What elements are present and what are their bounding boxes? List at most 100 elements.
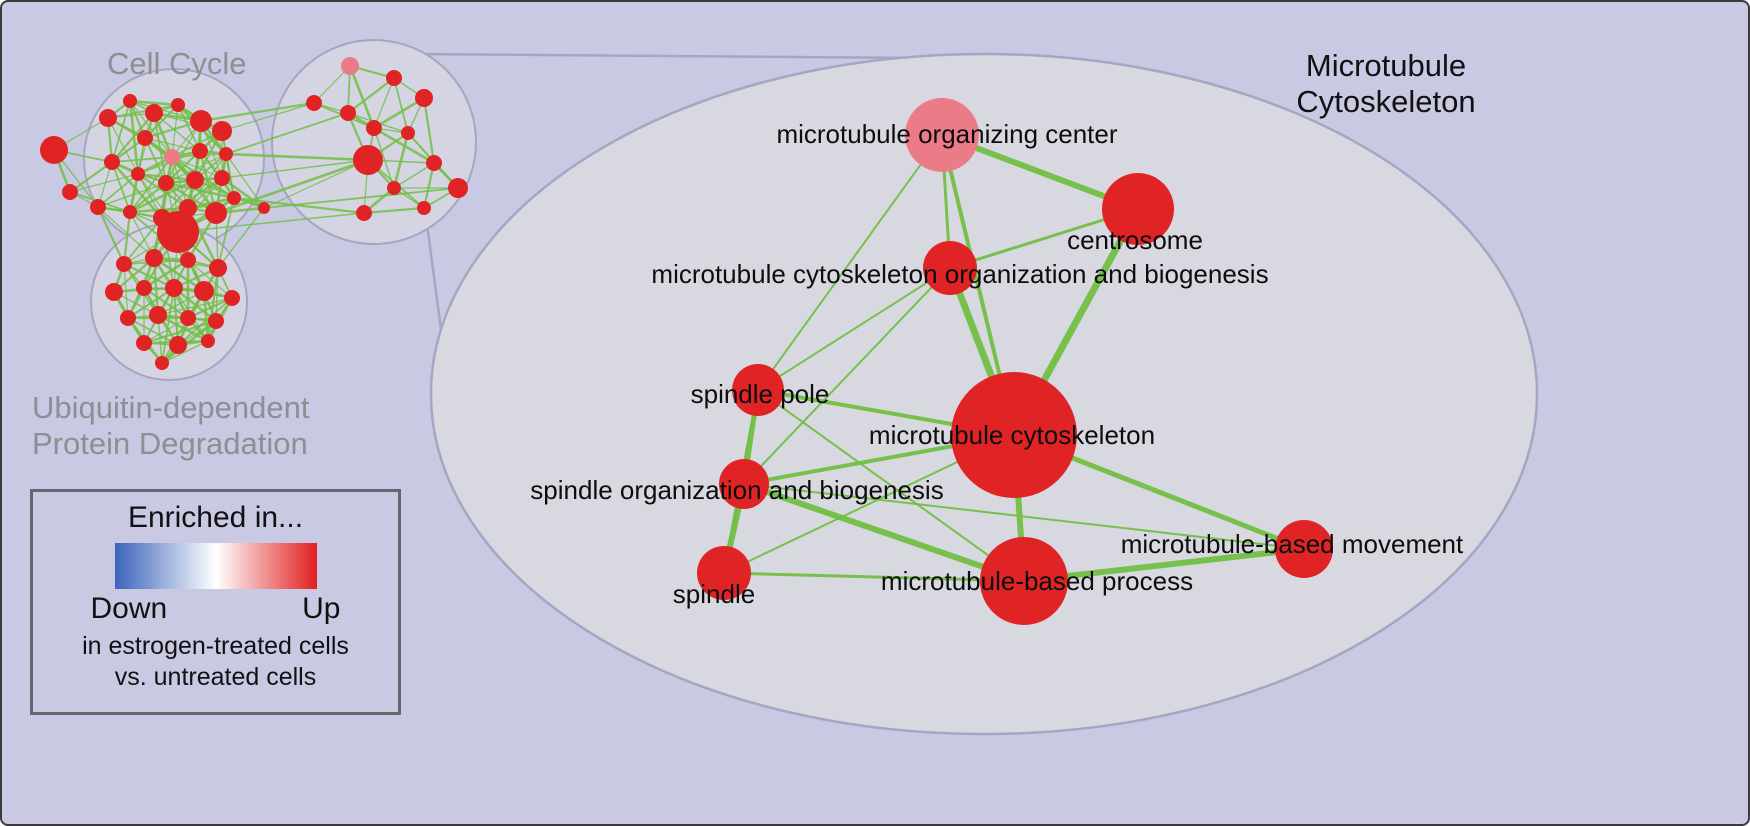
legend-title: Enriched in...: [127, 501, 304, 534]
overview-edge: [373, 127, 395, 189]
overview-edge: [152, 257, 160, 316]
ubiquitin-title-line2: Protein Degradation: [32, 425, 308, 461]
overview-edge: [161, 287, 175, 364]
edge-moc-spole: [757, 134, 943, 391]
overview-node: [157, 211, 199, 253]
overview-edge: [165, 181, 235, 200]
overview-edge: [143, 258, 189, 290]
node-spindle: [697, 546, 751, 600]
overview-node: [426, 155, 442, 171]
overview-edge: [153, 112, 223, 132]
overview-node: [209, 259, 227, 277]
overview-node: [180, 310, 196, 326]
overview-node: [104, 154, 120, 170]
overview-edge: [127, 287, 175, 319]
overview-node: [40, 136, 68, 164]
overview-edge: [263, 159, 369, 209]
edge-mbp-mbm: [1021, 546, 1307, 584]
overview-node: [401, 126, 415, 140]
overview-node: [387, 181, 401, 195]
overview-node: [214, 170, 230, 186]
microtubule-title-line1: Microtubule: [1305, 48, 1467, 83]
edge-sob-mbp: [741, 481, 1027, 584]
overview-edge: [96, 206, 126, 265]
overview-edge: [111, 156, 173, 163]
node-label-mcob: microtubule cytoskeleton organization an…: [651, 259, 1268, 289]
overview-edge: [123, 263, 175, 289]
overview-node: [415, 89, 433, 107]
overview-edge: [225, 152, 369, 162]
node-label-mbm: microtubule-based movement: [1121, 529, 1464, 559]
overview-node: [169, 336, 187, 354]
cluster-circle-microtubule-cytoskeleton: [271, 39, 477, 245]
overview-node: [194, 281, 214, 301]
overview-node: [131, 167, 145, 181]
node-centrosome: [1102, 173, 1174, 245]
overview-edge: [161, 340, 209, 364]
edge-mcob-sob: [743, 267, 951, 485]
legend-context: in estrogen-treated cells vs. untreated …: [33, 631, 398, 693]
overview-edge: [69, 173, 139, 193]
overview-edge: [129, 100, 173, 158]
overview-edge: [221, 159, 369, 179]
overview-node: [258, 202, 270, 214]
node-mc: [951, 372, 1077, 498]
node-moc: [905, 98, 979, 172]
overview-edge: [69, 161, 113, 193]
overview-node: [120, 310, 136, 326]
overview-node: [208, 313, 224, 329]
overview-node: [136, 280, 152, 296]
overview-edge: [392, 132, 410, 189]
overview-edge: [373, 96, 425, 130]
cluster-title-ubiquitin: Ubiquitin-dependent Protein Degradation: [32, 390, 310, 462]
overview-edge: [111, 112, 155, 163]
overview-edge: [187, 296, 233, 320]
overview-node: [201, 334, 215, 348]
overview-node: [192, 143, 208, 159]
node-sob: [719, 459, 769, 509]
overview-edge: [143, 317, 189, 344]
overview-node: [205, 202, 227, 224]
overview-edge: [97, 182, 167, 208]
overview-edge: [177, 297, 233, 346]
overview-node: [340, 105, 356, 121]
overview-edge: [127, 317, 179, 346]
overview-edge: [171, 104, 179, 158]
overview-node: [116, 256, 132, 272]
overview-edge: [111, 100, 131, 163]
overview-edge: [97, 173, 139, 208]
node-label-spole: spindle pole: [691, 379, 830, 409]
overview-edge: [97, 206, 155, 259]
legend-updown-row: Down Up: [91, 592, 341, 626]
overview-node: [386, 70, 402, 86]
overview-edge: [206, 267, 220, 342]
node-mbm: [1275, 520, 1333, 578]
node-label-spindle: spindle: [673, 579, 755, 609]
overview-node: [99, 109, 117, 127]
overview-node: [353, 145, 383, 175]
overview-node: [137, 130, 153, 146]
overview-node: [190, 110, 212, 132]
overview-node: [366, 120, 382, 136]
microtubule-title-line2: Cytoskeleton: [1296, 83, 1476, 119]
overview-edge: [224, 153, 236, 199]
node-label-moc: microtubule organizing center: [776, 119, 1117, 149]
overview-node: [212, 121, 232, 141]
edge-sob-mbm: [743, 483, 1305, 550]
node-label-mbp: microtubule-based process: [881, 566, 1193, 596]
edge-mbp-spindle: [722, 571, 1026, 583]
overview-edge: [107, 104, 179, 119]
overview-edge: [363, 206, 425, 215]
overview-node: [356, 205, 372, 221]
overview-node: [448, 178, 468, 198]
legend-context-line2: vs. untreated cells: [114, 663, 317, 691]
overview-node: [145, 104, 163, 122]
overview-node: [180, 252, 196, 268]
overview-node: [227, 191, 241, 205]
overview-node: [341, 57, 359, 75]
overview-edge: [348, 65, 376, 129]
overview-node: [164, 149, 180, 165]
ubiquitin-title-line1: Ubiquitin-dependent: [32, 390, 310, 425]
overview-node: [149, 306, 167, 324]
